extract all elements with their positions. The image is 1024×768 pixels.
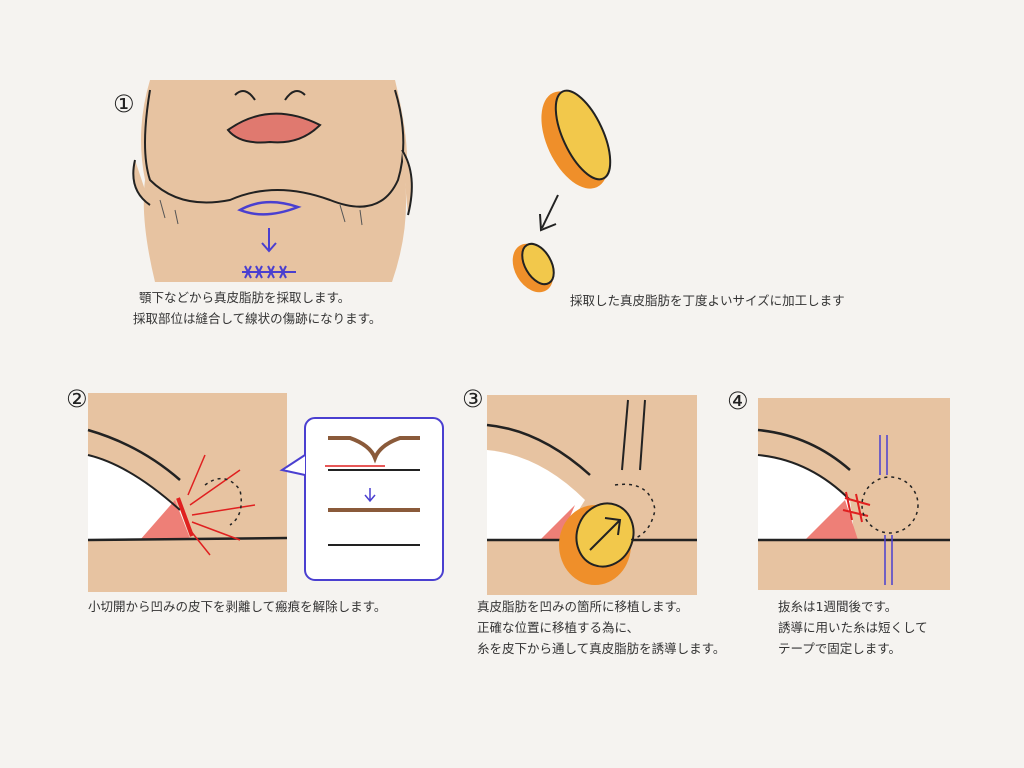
caption-line: 採取部位は縫合して線状の傷跡になります。 [133, 311, 382, 326]
caption-line: テープで固定します。 [778, 641, 902, 656]
caption-line: 顎下などから真皮脂肪を採取します。 [139, 290, 351, 305]
step-4-number: ④ [727, 387, 749, 415]
step-1-number: ① [113, 90, 135, 118]
graft-processing-caption: 採取した真皮脂肪を丁度よいサイズに加工します [570, 290, 845, 311]
caption-line: 糸を皮下から通して真皮脂肪を誘導します。 [477, 641, 726, 656]
step-3-number: ③ [462, 385, 484, 413]
scar-release-illustration [87, 393, 444, 592]
step-4-caption: 抜糸は1週間後です。 誘導に用いた糸は短くして テープで固定します。 [778, 596, 928, 659]
step-2-number: ② [66, 385, 88, 413]
suture-removal-illustration [757, 398, 950, 590]
graft-placement-illustration [486, 395, 697, 595]
caption-line: 採取した真皮脂肪を丁度よいサイズに加工します [570, 293, 845, 308]
caption-line: 小切開から凹みの皮下を剥離して瘢痕を解除します。 [88, 599, 387, 614]
step-1-caption: 顎下などから真皮脂肪を採取します。 採取部位は縫合して線状の傷跡になります。 [133, 287, 381, 329]
chin-harvest-illustration [132, 80, 413, 282]
caption-line: 抜糸は1週間後です。 [778, 599, 898, 614]
caption-line: 正確な位置に移植する為に、 [477, 620, 640, 635]
step-2-caption: 小切開から凹みの皮下を剥離して瘢痕を解除します。 [88, 596, 386, 617]
caption-line: 誘導に用いた糸は短くして [778, 620, 928, 635]
step-3-caption: 真皮脂肪を凹みの箇所に移植します。 正確な位置に移植する為に、 糸を皮下から通し… [477, 596, 725, 659]
caption-line: 真皮脂肪を凹みの箇所に移植します。 [477, 599, 689, 614]
dermal-fat-graft-illustration [512, 89, 612, 293]
